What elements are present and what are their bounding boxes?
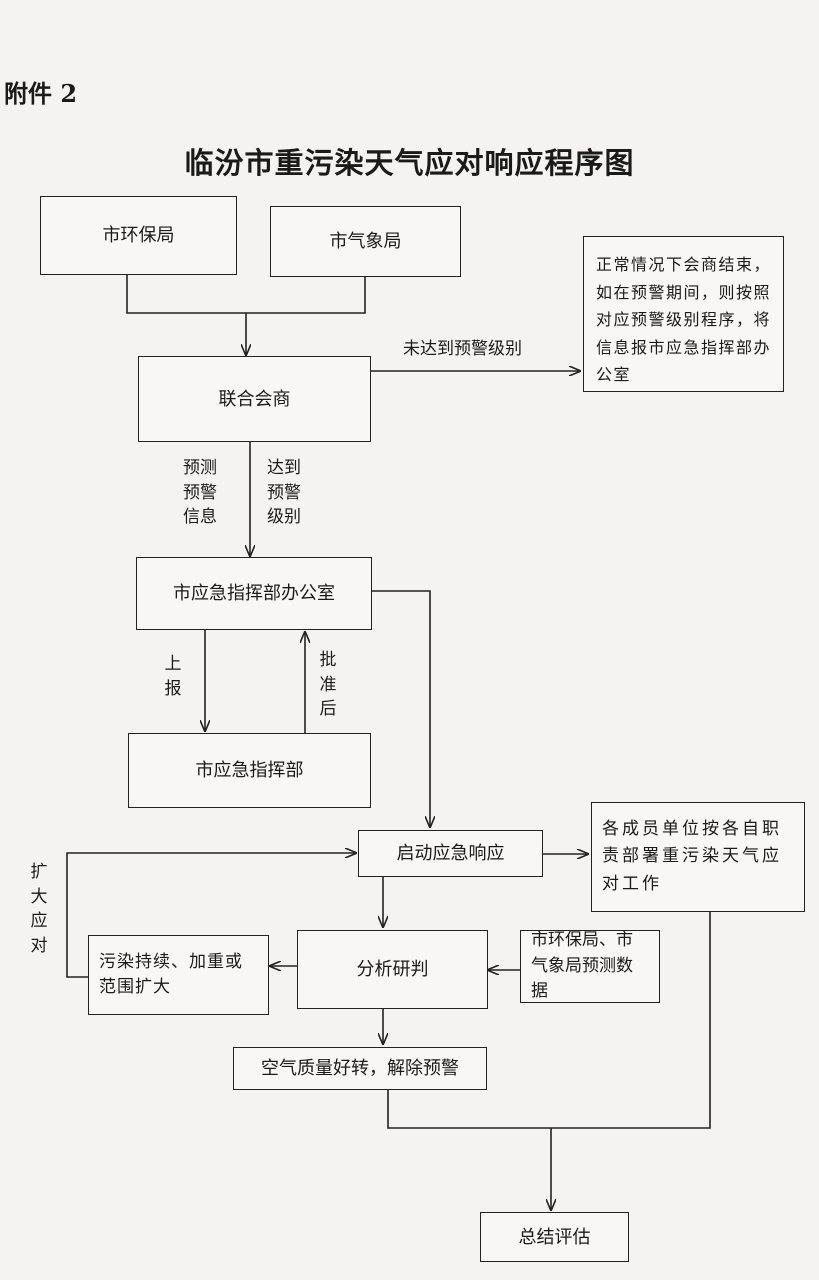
node-joint-consult-label: 联合会商 (218, 388, 291, 410)
arrow-office-to-start (372, 590, 430, 827)
node-cmd-office-label: 市应急指挥部办公室 (173, 583, 335, 604)
node-cmd-hq: 市应急指挥部 (128, 733, 371, 808)
node-normal-note: 正常情况下会商结束，如在预警期间，则按照对应预警级别程序，将信息报市应急指挥部办… (583, 236, 784, 392)
edge-label-report: 上 报 (164, 654, 182, 699)
node-air-improve: 空气质量好转，解除预警 (233, 1047, 487, 1090)
node-cmd-hq-label: 市应急指挥部 (195, 760, 304, 781)
node-joint-consult: 联合会商 (138, 356, 371, 442)
edge-label-forecast-info: 预测 预警 信息 (183, 458, 217, 528)
summary-merge-line (387, 912, 711, 1129)
node-env-bureau-label: 市环保局 (102, 225, 175, 246)
node-met-bureau-label: 市气象局 (329, 231, 402, 252)
node-env-bureau: 市环保局 (40, 196, 237, 275)
node-cmd-office: 市应急指挥部办公室 (136, 557, 372, 630)
node-start-response: 启动应急响应 (358, 830, 543, 877)
node-pollution-worse-label: 污染持续、加重或范围扩大 (99, 951, 243, 998)
node-summary: 总结评估 (480, 1212, 629, 1262)
edge-label-reached: 达到 预警 级别 (267, 458, 301, 528)
arrow-expand-loop (66, 853, 356, 978)
node-members-work-label: 各成员单位按各自职责部署重污染天气应对工作 (602, 819, 782, 894)
node-start-response-label: 启动应急响应 (396, 843, 505, 864)
edge-label-approved: 批 准 后 (319, 650, 337, 720)
edge-label-expand: 扩 大 应 对 (30, 862, 48, 956)
node-met-bureau: 市气象局 (270, 206, 461, 277)
node-analysis-label: 分析研判 (356, 959, 429, 980)
node-pollution-worse: 污染持续、加重或范围扩大 (88, 935, 269, 1015)
node-normal-note-label: 正常情况下会商结束，如在预警期间，则按照对应预警级别程序，将信息报市应急指挥部办… (596, 255, 772, 385)
node-summary-label: 总结评估 (518, 1226, 591, 1248)
diagram-title: 临汾市重污染天气应对响应程序图 (184, 146, 635, 180)
edge-label-not-reached: 未达到预警级别 (403, 339, 522, 359)
node-forecast-data: 市环保局、市气象局预测数据 (520, 930, 660, 1003)
node-members-work: 各成员单位按各自职责部署重污染天气应对工作 (591, 802, 805, 912)
attachment-label: 附件 2 (4, 79, 78, 108)
bureau-merge-line (126, 274, 366, 314)
node-forecast-data-label: 市环保局、市气象局预测数据 (531, 930, 633, 1002)
node-air-improve-label: 空气质量好转，解除预警 (261, 1058, 459, 1079)
node-analysis: 分析研判 (297, 930, 488, 1009)
